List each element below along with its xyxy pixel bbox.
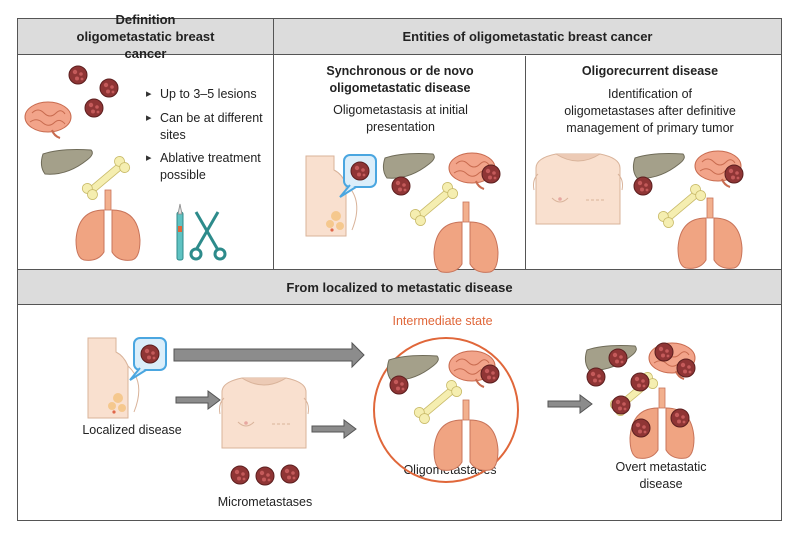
tumor-icon	[68, 65, 88, 85]
definition-bullet-3: Ablative treatment possible	[146, 150, 266, 184]
tumor-icon	[611, 395, 631, 415]
lungs-icon	[75, 189, 141, 261]
definition-title: Definition oligometastatic breast cancer	[76, 12, 215, 61]
oligorecurrent-text: Identification of oligometastases after …	[564, 87, 736, 135]
liver-icon	[40, 149, 93, 175]
progression-title: From localized to metastatic disease	[286, 279, 513, 295]
bone-icon	[411, 377, 465, 427]
synchronous-text: Oligometastasis at initial presentation	[333, 103, 468, 134]
tumor-icon	[586, 367, 606, 387]
divider-entities	[525, 56, 526, 269]
tumor-icon	[633, 176, 653, 196]
lungs-icon	[677, 197, 743, 269]
lungs-icon	[433, 399, 499, 471]
tumor-icon	[481, 164, 501, 184]
tumor-icon	[280, 464, 300, 484]
tumor-icon	[255, 466, 275, 486]
tumor-icon	[631, 418, 651, 438]
scissors-icon	[189, 211, 227, 261]
entities-title: Entities of oligometastatic breast cance…	[402, 29, 653, 44]
tumor-icon	[670, 408, 690, 428]
progression-header: From localized to metastatic disease	[18, 269, 781, 305]
micrometastases-label: Micrometastases	[217, 495, 313, 509]
overt-disease-label: Overt metastatic disease	[615, 460, 707, 491]
arrow-icon	[173, 341, 593, 439]
tumor-callout-icon	[130, 338, 166, 380]
bone-icon	[407, 179, 461, 229]
liver-icon	[382, 153, 435, 179]
tumor-icon	[391, 176, 411, 196]
divider-top	[273, 19, 274, 269]
intermediate-state-label: Intermediate state	[392, 314, 493, 328]
tumor-icon	[608, 348, 628, 368]
tumor-icon	[84, 98, 104, 118]
localized-disease-label: Localized disease	[82, 423, 182, 437]
oligorecurrent-title: Oligorecurrent disease	[581, 64, 719, 78]
torso-icon	[533, 153, 623, 225]
tumor-icon	[99, 78, 119, 98]
tumor-icon	[724, 164, 744, 184]
tumor-icon	[480, 364, 500, 384]
tumor-icon	[630, 372, 650, 392]
definition-bullet-1: Up to 3–5 lesions	[146, 86, 266, 103]
brain-icon	[24, 101, 72, 139]
synchronous-title: Synchronous or de novo oligometastatic d…	[326, 64, 474, 95]
tumor-icon	[389, 375, 409, 395]
definition-header: Definition oligometastatic breast cancer	[18, 12, 273, 61]
tumor-icon	[230, 465, 250, 485]
scalpel-icon	[176, 203, 184, 261]
entities-header: Entities of oligometastatic breast cance…	[274, 19, 781, 55]
lungs-icon	[433, 201, 499, 273]
tumor-icon	[676, 358, 696, 378]
definition-bullet-2: Can be at different sites	[146, 110, 266, 144]
tumor-icon	[654, 342, 674, 362]
intermediate-state-circle	[373, 337, 519, 483]
liver-icon	[632, 153, 685, 179]
torso-icon	[219, 377, 309, 449]
tumor-callout-icon	[340, 155, 376, 197]
